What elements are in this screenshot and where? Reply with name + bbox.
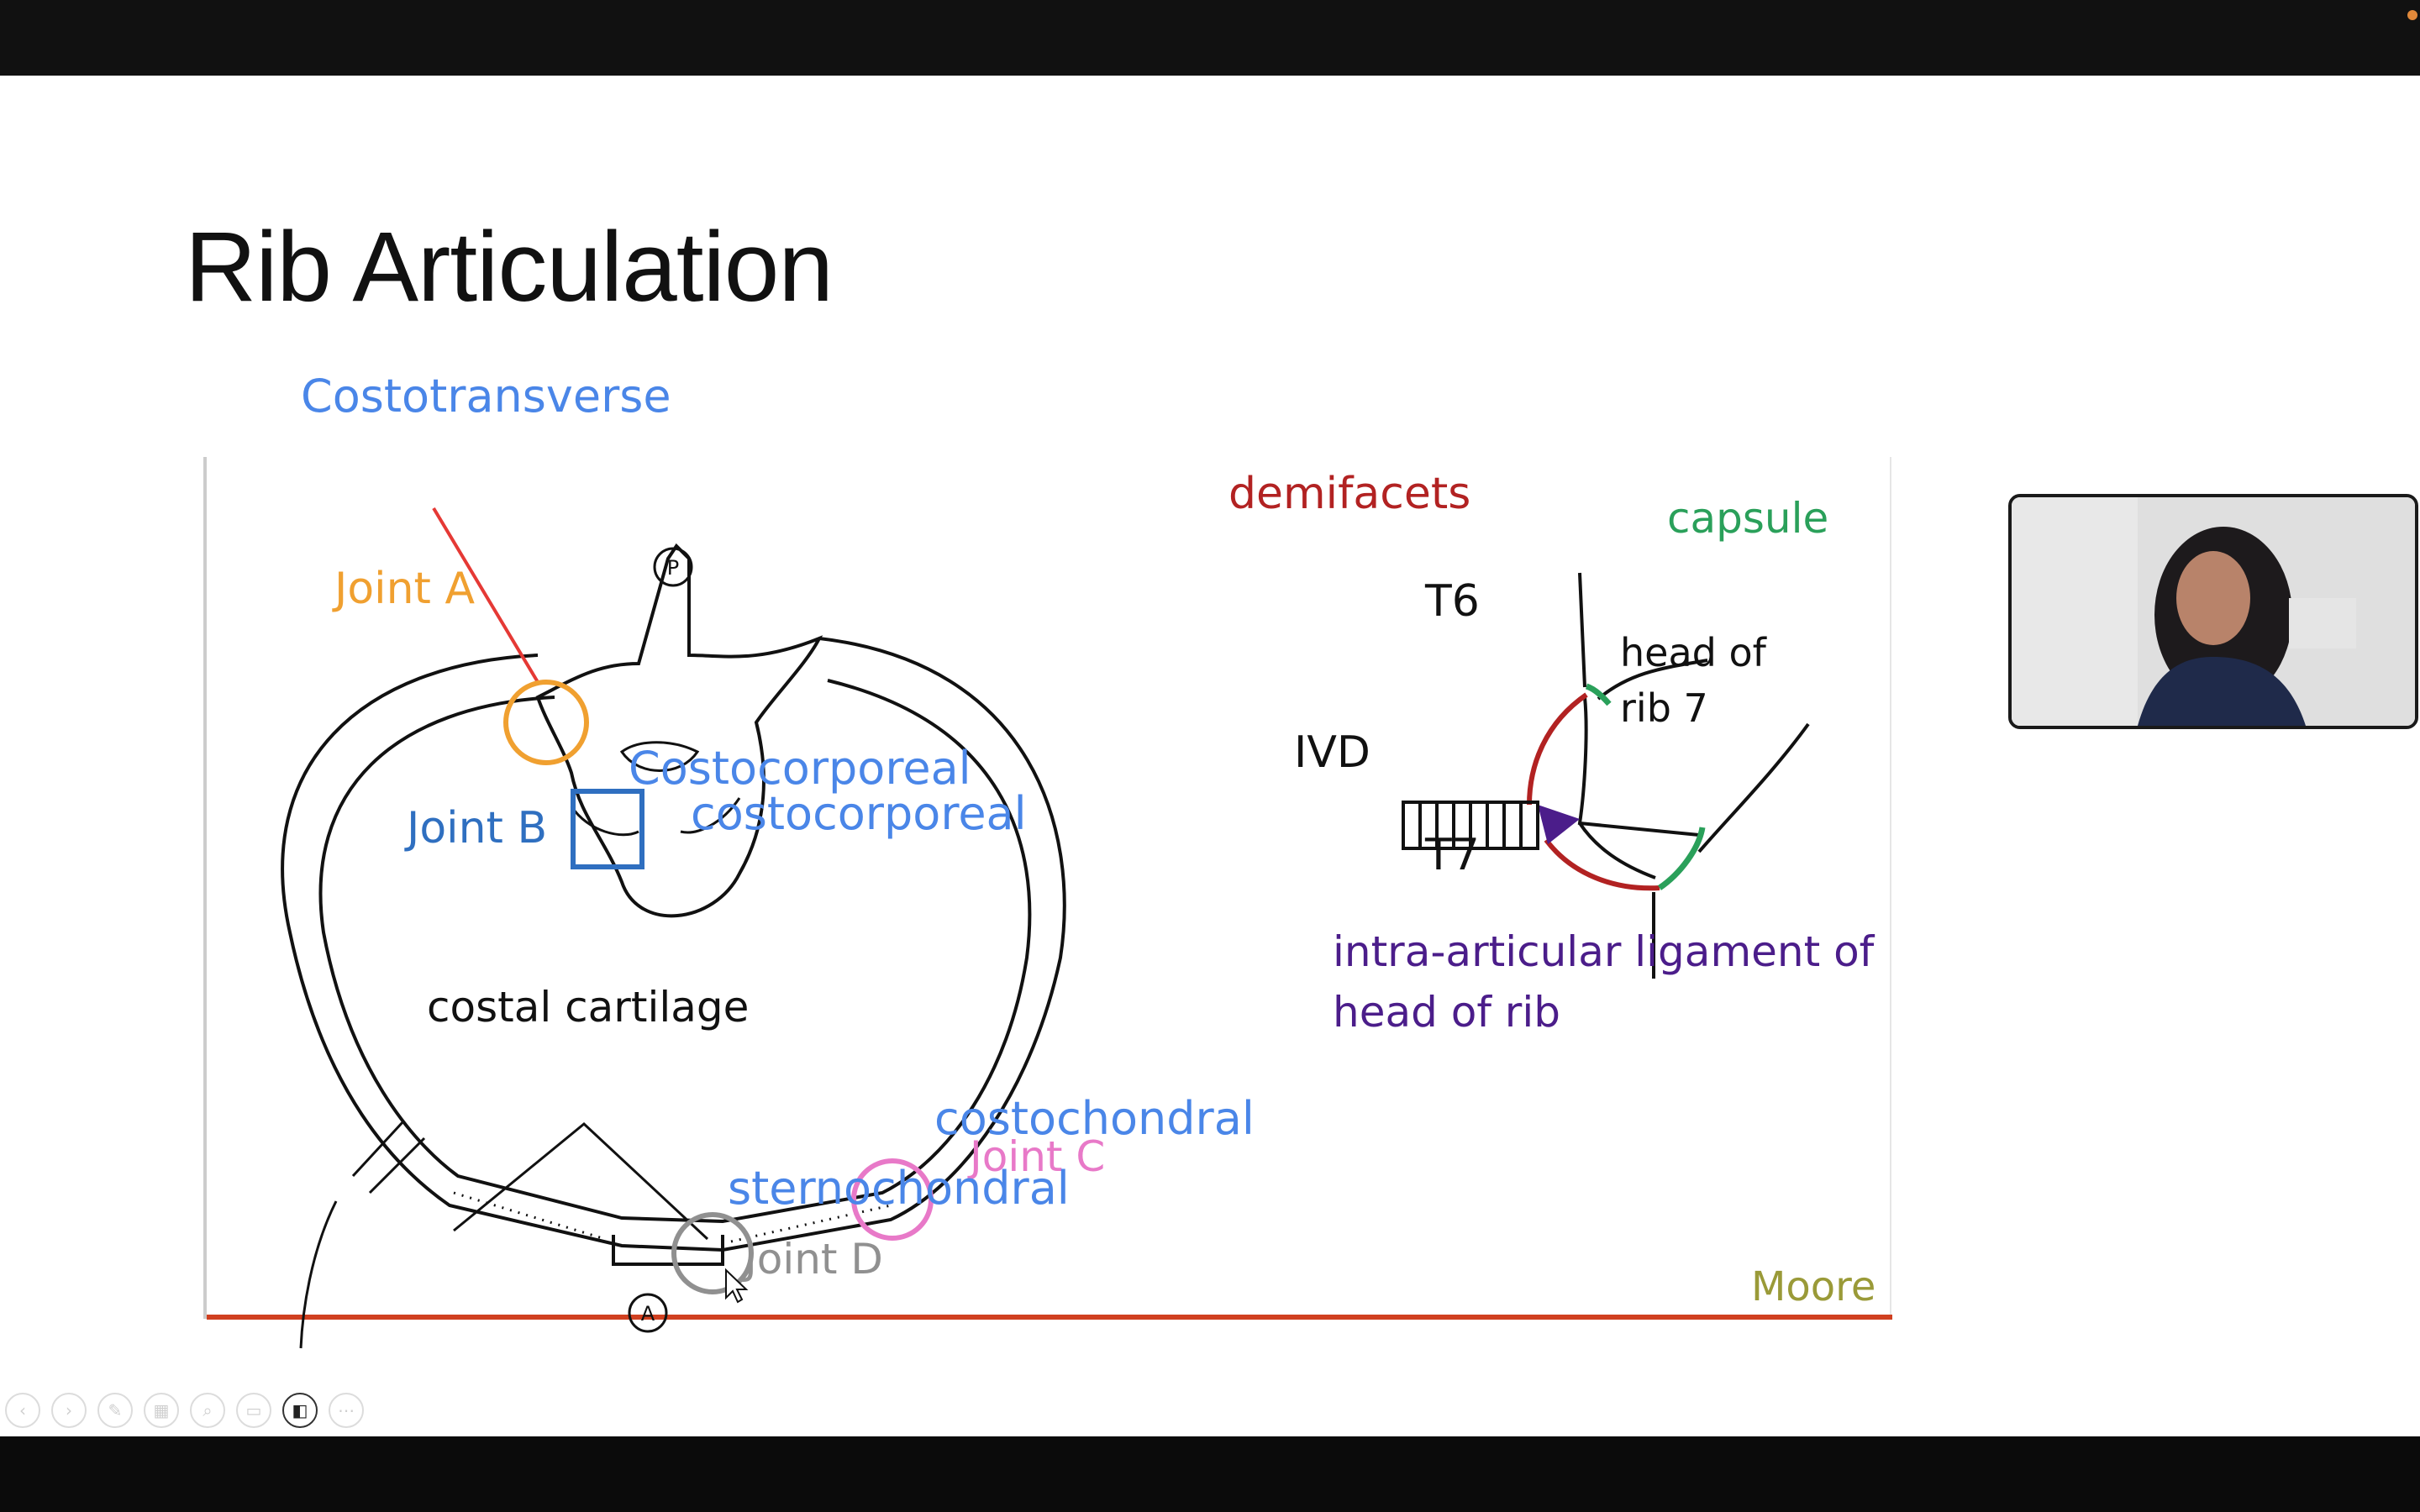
window-bottom-bar [0, 1436, 2420, 1512]
more-icon[interactable]: ⋯ [329, 1393, 364, 1428]
sternochondral-label: sternochondral [728, 1162, 1070, 1215]
joint-c-marker [851, 1158, 934, 1241]
presentation-toolbar: ‹ › ✎ ▦ ⌕ ▭ ◧ ⋯ [5, 1393, 364, 1430]
costochondral-label: costochondral [934, 1092, 1255, 1145]
slides-grid-icon[interactable]: ▦ [144, 1393, 179, 1428]
rib-head-shaft-upper [1597, 659, 1708, 701]
source-credit: Moore [1751, 1263, 1876, 1310]
costal-cartilage-pointer [453, 1122, 709, 1241]
costotransverse-pointer [432, 507, 539, 684]
vertebral-canal [619, 741, 700, 772]
joint-d-marker [671, 1212, 754, 1294]
cut-rib-end [299, 1120, 426, 1349]
rib-cage-outer-outline [281, 637, 1066, 1252]
joint-a-label: Joint A [334, 564, 476, 614]
presentation-slide: Rib Articulation P A [0, 76, 2420, 1436]
rib-cage-inner-outline [318, 679, 1032, 1224]
capsule-lower [1657, 827, 1706, 890]
mouse-cursor-icon [725, 1268, 749, 1304]
anterior-marker-text: A [641, 1302, 655, 1326]
t7-label: T7 [1425, 830, 1480, 880]
pen-icon[interactable]: ✎ [97, 1393, 133, 1428]
capsule-upper [1585, 683, 1612, 706]
next-icon[interactable]: › [51, 1393, 87, 1428]
window-top-bar [0, 0, 2420, 76]
posterior-marker-circle [653, 547, 693, 587]
joint-d-label: Joint D [744, 1235, 883, 1284]
presenter-video-tile[interactable] [2008, 494, 2418, 729]
costocorporeal-secondary-label: costocorporeal [691, 787, 1027, 840]
rib-articulation-diagram: P A [203, 457, 1892, 1349]
costal-cartilage-label: costal cartilage [427, 983, 750, 1032]
demifacets-label: demifacets [1228, 469, 1471, 519]
vertebra-outline [535, 543, 823, 918]
presenter-video-icon [2012, 497, 2415, 726]
intra-articular-ligament [1538, 805, 1580, 844]
joint-a-marker [503, 680, 589, 765]
joint-c-label: Joint C [970, 1132, 1106, 1181]
demifacet-lower [1544, 838, 1660, 891]
demifacet-upper [1527, 692, 1588, 806]
zoom-icon[interactable]: ⌕ [190, 1393, 225, 1428]
posterior-marker-text: P [667, 556, 679, 580]
rib-head-shaft-lower [1697, 722, 1810, 853]
ivd-label: IVD [1294, 727, 1370, 778]
costal-cartilage-left [453, 1191, 606, 1241]
head-of-rib-label-line1: head of [1620, 630, 1766, 675]
t6-label: T6 [1425, 576, 1480, 627]
costotransverse-label: Costotransverse [301, 370, 671, 423]
head-of-rib-label-line2: rib 7 [1620, 685, 1708, 731]
costocorporeal-label: Costocorporeal [629, 742, 971, 795]
rib-head-body [1577, 696, 1700, 879]
recording-indicator-icon [2407, 10, 2417, 20]
intra-articular-label-line1: intra-articular ligament of [1333, 927, 1875, 976]
t6-vertebra-line [1578, 572, 1586, 688]
subtitles-icon[interactable]: ▭ [236, 1393, 271, 1428]
capsule-label: capsule [1667, 494, 1829, 543]
previous-icon[interactable]: ‹ [5, 1393, 40, 1428]
ivd-striations [1418, 802, 1523, 848]
intra-articular-label-line2: head of rib [1333, 988, 1560, 1037]
joint-b-marker [571, 789, 644, 869]
slide-title: Rib Articulation [185, 212, 834, 323]
vertebral-process [570, 797, 741, 837]
anterior-marker-circle [628, 1293, 668, 1333]
joint-b-label: Joint B [407, 803, 548, 853]
camera-icon[interactable]: ◧ [282, 1393, 318, 1428]
sternum-outline [612, 1235, 724, 1266]
